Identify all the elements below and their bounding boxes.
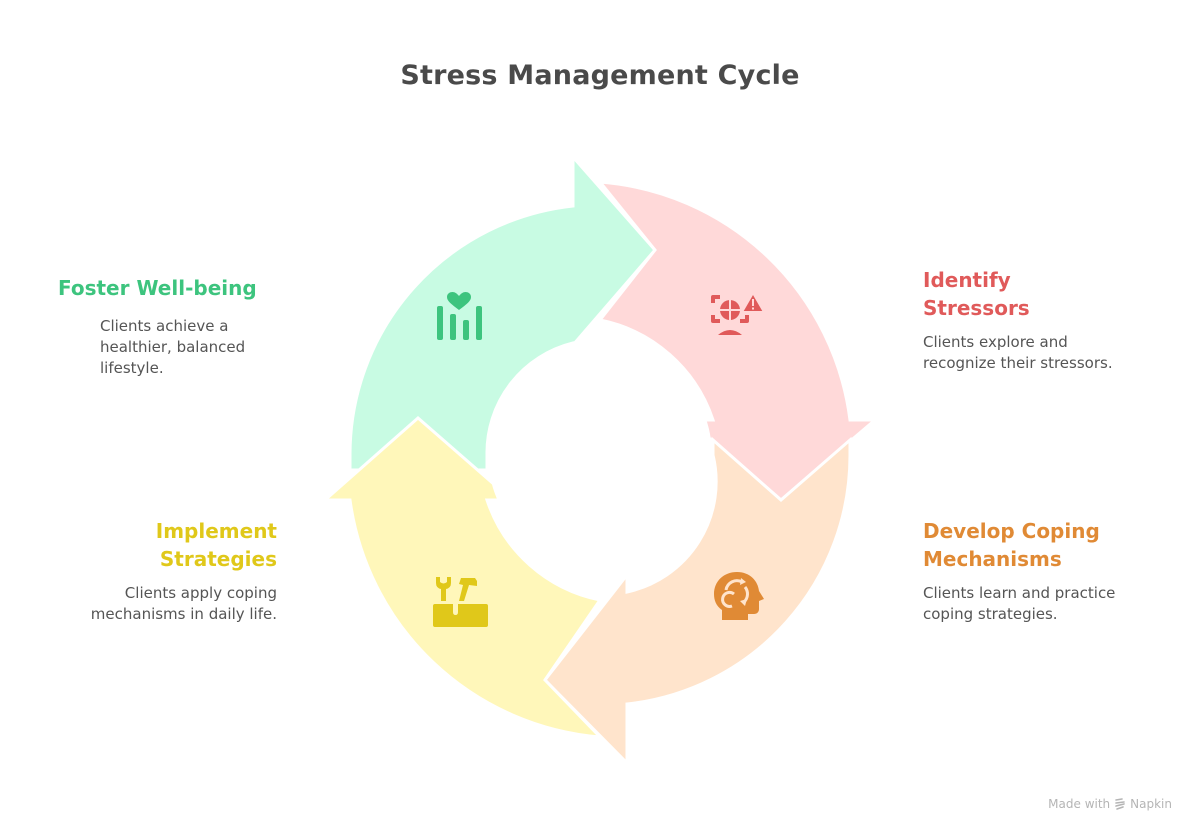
step-description: Clients apply coping mechanisms in daily… — [90, 584, 277, 623]
center-hole — [488, 343, 712, 567]
napkin-logo-icon — [1115, 797, 1125, 810]
step-heading: Implement Strategies — [155, 519, 277, 571]
footer-text: Made with — [1048, 797, 1111, 811]
step-foster-well-being: Foster Well-being Clients achieve a heal… — [58, 274, 318, 379]
step-heading: Identify Stressors — [923, 268, 1030, 320]
step-description: Clients explore and recognize their stre… — [923, 333, 1113, 372]
toolbox-icon — [433, 577, 488, 627]
arrow-develop-coping — [543, 436, 852, 767]
arrow-implement-strategies — [321, 416, 604, 739]
head-cycle-icon — [714, 572, 764, 620]
step-develop-coping-mechanisms: Develop Coping Mechanisms Clients learn … — [923, 517, 1183, 625]
step-identify-stressors: Identify Stressors Clients explore and r… — [923, 266, 1173, 374]
step-heading: Foster Well-being — [58, 276, 257, 300]
step-implement-strategies: Implement Strategies Clients apply copin… — [30, 517, 277, 625]
footer-brand: Napkin — [1130, 797, 1172, 811]
step-heading: Develop Coping Mechanisms — [923, 519, 1100, 571]
arrow-foster-well-being — [348, 153, 657, 472]
step-description: Clients achieve a healthier, balanced li… — [100, 317, 246, 377]
step-description: Clients learn and practice coping strate… — [923, 584, 1116, 623]
footer-attribution: Made with Napkin — [1048, 797, 1172, 811]
heart-chart-icon — [437, 292, 482, 340]
focus-globe-warning-icon — [711, 291, 766, 335]
diagram-title: Stress Management Cycle — [400, 60, 800, 91]
arrow-identify-stressors — [596, 180, 880, 502]
